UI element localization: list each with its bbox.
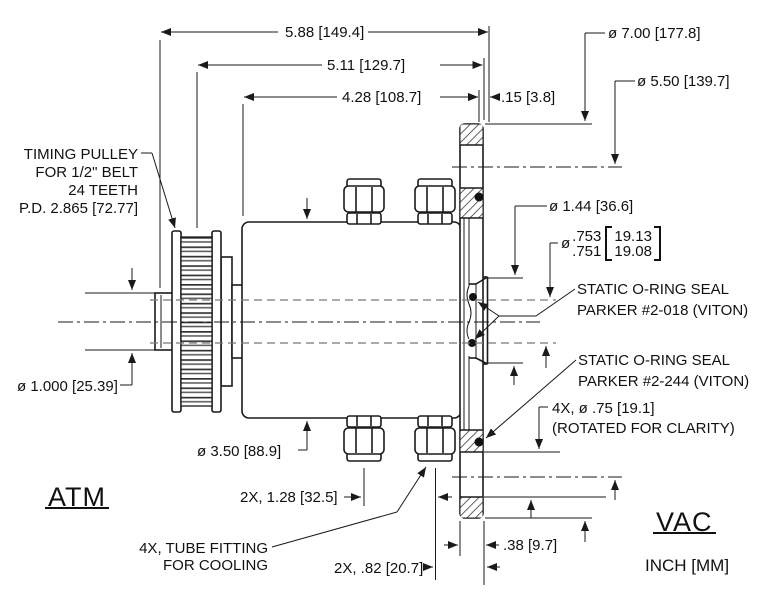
shaft-fit-inches: .753 .751 — [572, 227, 602, 260]
dim-body-length: 4.28 [108.7] — [342, 89, 422, 106]
flange — [459, 123, 489, 519]
pulley-note-line4: P.D. 2.865 [72.77] — [19, 200, 138, 217]
oring-shaft-note: STATIC O-RING SEAL PARKER #2-018 (VITON) — [577, 281, 749, 319]
dim-length-to-pulley: 5.11 [129.7] — [327, 57, 406, 74]
dim-fitting-to-face: 2X, .82 [20.7] — [334, 560, 424, 577]
centerlines — [58, 166, 622, 478]
dim-overall-length: 5.88 [149.4] — [285, 24, 365, 41]
pulley-note: TIMING PULLEY FOR 1/2" BELT 24 TEETH P.D… — [10, 146, 138, 218]
main-body — [241, 221, 462, 419]
bolt-holes-note: 4X, ø .75 [19.1] (ROTATED FOR CLARITY) — [552, 400, 735, 437]
oring-flange-note: STATIC O-RING SEAL PARKER #2-244 (VITON) — [578, 352, 750, 390]
shaft-fit-mm: 19.13 19.08 — [614, 227, 652, 260]
pulley-note-line3: 24 TEETH — [68, 182, 138, 199]
dim-bolt-circle: ø 5.50 [139.7] — [637, 73, 730, 90]
units-note: INCH [MM] — [645, 556, 730, 575]
dim-body-dia: ø 3.50 [88.9] — [197, 443, 282, 460]
pulley-note-line2: FOR 1/2" BELT — [35, 164, 138, 181]
dimension-lines — [85, 26, 635, 585]
tube-fitting-note: 4X, TUBE FITTING FOR COOLING — [139, 540, 268, 574]
leader-lines — [141, 152, 577, 548]
dim-boss-dia: ø 1.44 [36.6] — [549, 198, 634, 215]
bracket-left — [605, 226, 613, 261]
side-label-atm: ATM — [45, 484, 109, 511]
dim-shaft-dia: ø 1.000 [25.39] — [17, 378, 118, 395]
dia-symbol: ø — [561, 235, 571, 252]
dim-flange-thickness: .38 [9.7] — [503, 537, 558, 554]
pulley-note-line1: TIMING PULLEY — [23, 146, 138, 163]
side-label-vac: VAC — [653, 509, 716, 536]
o-rings — [468, 192, 484, 447]
dim-flange-od: ø 7.00 [177.8] — [608, 25, 701, 42]
dim-fitting-spacing: 2X, 1.28 [32.5] — [240, 489, 338, 506]
bracket-right — [653, 226, 661, 261]
dim-flange-lip: .15 [3.8] — [501, 89, 556, 106]
dim-shaft-fit: ø .753 .751 19.13 19.08 — [561, 226, 663, 261]
